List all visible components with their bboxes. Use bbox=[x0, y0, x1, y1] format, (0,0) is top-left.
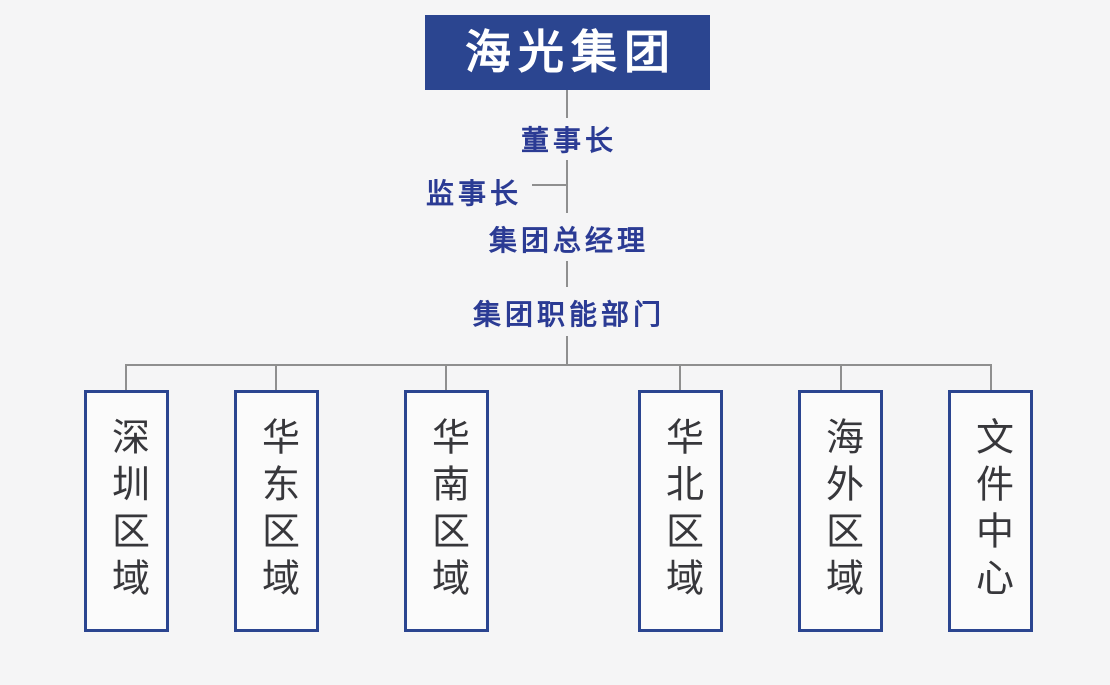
leaf-node-document-center: 文件中心 bbox=[948, 390, 1033, 632]
leaf-label: 文件中心 bbox=[969, 417, 1012, 605]
label-functional-dept: 集团职能部门 bbox=[472, 299, 665, 330]
leaf-node-shenzhen-region: 深圳区域 bbox=[84, 390, 169, 632]
drop-line-east-china bbox=[275, 364, 277, 392]
label-chairman: 董事长 bbox=[520, 125, 617, 156]
leaf-label: 华东区域 bbox=[255, 417, 298, 605]
leaf-label: 海外区域 bbox=[819, 417, 862, 605]
leaf-label: 华北区域 bbox=[659, 417, 702, 605]
connector-chairman-gm bbox=[566, 160, 568, 213]
drop-line-overseas bbox=[840, 364, 842, 392]
leaf-node-north-china-region: 华北区域 bbox=[638, 390, 723, 632]
connector-dept-branch bbox=[566, 336, 568, 366]
connector-gm-dept bbox=[566, 261, 568, 287]
connector-supervisor bbox=[532, 184, 566, 186]
drop-line-document-center bbox=[990, 364, 992, 392]
label-general-manager: 集团总经理 bbox=[488, 225, 649, 256]
drop-line-south-china bbox=[445, 364, 447, 392]
label-supervisor: 监事长 bbox=[425, 178, 522, 209]
drop-line-shenzhen bbox=[125, 364, 127, 392]
root-node-group: 海光集团 bbox=[425, 15, 710, 90]
drop-line-north-china bbox=[679, 364, 681, 392]
leaf-node-south-china-region: 华南区域 bbox=[404, 390, 489, 632]
connector-root-chairman bbox=[566, 90, 568, 118]
leaf-label: 深圳区域 bbox=[105, 417, 148, 605]
leaf-node-east-china-region: 华东区域 bbox=[234, 390, 319, 632]
branch-line bbox=[125, 364, 992, 366]
leaf-node-overseas-region: 海外区域 bbox=[798, 390, 883, 632]
leaf-label: 华南区域 bbox=[425, 417, 468, 605]
